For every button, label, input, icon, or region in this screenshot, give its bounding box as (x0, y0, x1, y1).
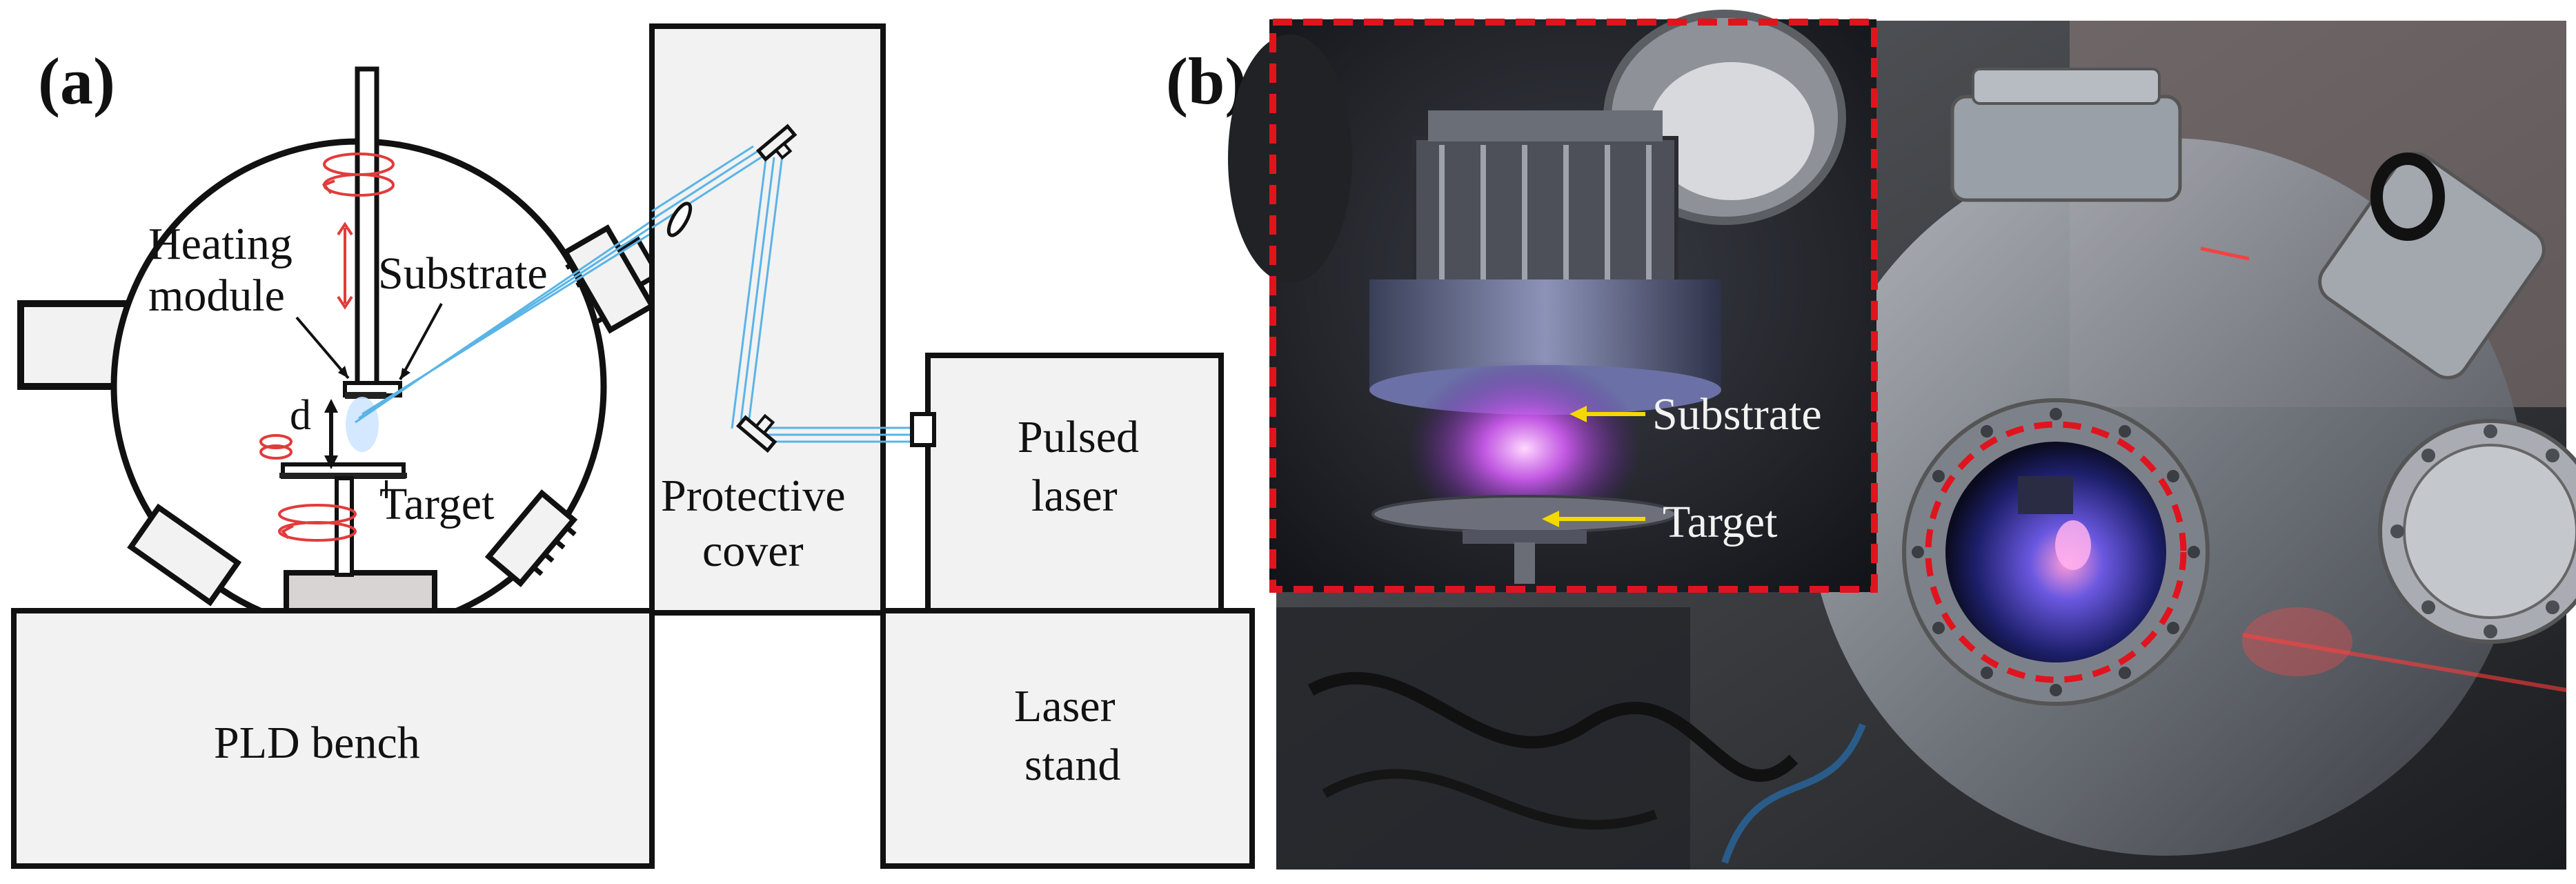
substrate-label: Substrate (378, 248, 548, 299)
panel-label-b: (b) (1166, 44, 1247, 118)
laser-streak-bottom (2241, 633, 2567, 692)
laser-stand-label-line2: stand (1024, 740, 1120, 790)
pulsed-laser-box (925, 353, 1224, 613)
heating-module-pointer (295, 316, 350, 380)
bottom-left-port (127, 503, 242, 607)
heating-module-label-line1: Heating (148, 219, 293, 269)
inset-highlight-border (1269, 19, 1878, 593)
inset-substrate-label: Substrate (1652, 389, 1822, 440)
inset-heater-assembly (1412, 136, 1678, 285)
inset-plasma-plume (1407, 359, 1642, 538)
right-flange-bolts (2390, 424, 2559, 638)
plasma-plume (346, 397, 379, 452)
substrate-holder (345, 392, 386, 399)
target-rotation-arrow-upper (259, 434, 293, 460)
distance-arrow-up (324, 399, 338, 413)
inset-target-plate (1371, 495, 1678, 533)
laser-stand-label-line1: Laser (1014, 681, 1116, 731)
lower-cabling-area (1276, 607, 1690, 870)
pld-bench-label: PLD bench (214, 718, 420, 768)
laser-output-aperture (910, 412, 936, 447)
substrate-rotation-arrow (321, 153, 395, 197)
target-plate (279, 473, 407, 478)
target-label: Target (379, 479, 494, 529)
lower-right-flange (484, 489, 578, 587)
pulsed-laser-label-line2: laser (1031, 471, 1118, 521)
laser-stand-box (880, 608, 1255, 869)
laser-beam-over-cover (651, 145, 914, 443)
cable-3 (1721, 723, 1866, 864)
cable-2 (1322, 769, 1658, 830)
substrate-pointer (399, 303, 443, 380)
heating-module-label-line2: module (148, 271, 285, 321)
schematic-panel: (a) (11, 23, 1255, 869)
protective-cover-box (649, 23, 886, 616)
optic-mount (2370, 153, 2445, 241)
pld-bench-box (11, 608, 655, 869)
chamber-base (284, 570, 437, 613)
photo-panel: (b) (1166, 10, 2576, 870)
substrate-translation-arrow (337, 222, 353, 310)
cable-1 (1307, 671, 1799, 782)
panel-label-a: (a) (38, 44, 115, 118)
distance-label: d (290, 392, 311, 439)
target-rotation-arrow-lower (278, 504, 357, 542)
distance-arrow-down (324, 455, 338, 469)
left-port-flange (17, 300, 135, 390)
viewport-plasma (2055, 520, 2091, 570)
viewport-highlight-circle (1925, 421, 2187, 683)
inset-target-label: Target (1663, 497, 1777, 547)
laser-streak-top (2200, 246, 2250, 261)
protective-cover-label-line2: cover (702, 526, 804, 576)
viewport-window (1945, 442, 2166, 662)
protective-cover-label-line1: Protective (661, 471, 846, 521)
laser-glow (2242, 607, 2352, 676)
pulsed-laser-label-line1: Pulsed (1018, 412, 1139, 462)
viewport-flange-bolts (1912, 408, 2200, 696)
upper-right-viewport-flange (562, 224, 662, 334)
substrate-rod (355, 66, 379, 389)
top-flange-stack (1950, 95, 2182, 202)
